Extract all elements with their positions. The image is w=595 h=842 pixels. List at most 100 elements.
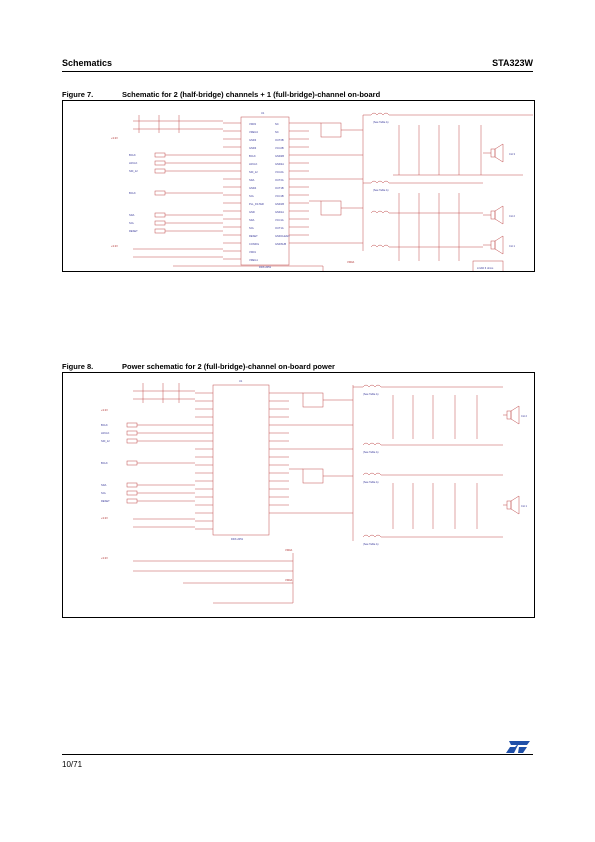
fig8-left-pins <box>195 392 213 530</box>
page-number: 10/71 <box>62 760 83 769</box>
fig7-left-pins <box>223 122 241 260</box>
fig7-pin-label-11: PLL_FILTER <box>249 202 264 206</box>
fig7-pin-label-9: GND4 <box>249 186 257 190</box>
fig7-rpin-label-8: OUT2A <box>275 178 284 182</box>
page-header: Schematics STA323W <box>62 58 533 72</box>
fig7-output-stage <box>363 112 533 261</box>
fig7-top-caps <box>133 115 223 133</box>
fig7-rpin-label-4: VCC2B <box>275 146 284 150</box>
fig7-pin-label-13: SDA <box>249 218 255 222</box>
fig7-ic-box <box>240 116 290 266</box>
fig7-pin-label-8: SDA <box>249 178 255 182</box>
fig7-bottom-supply <box>133 248 324 271</box>
fig7-pin-label-18: VREG1 <box>249 258 258 262</box>
fig7-labels: VDD3 VREG3 GND3 GND3 BCLK LRCLK SDI_12 S… <box>111 111 515 270</box>
fig7-rpin-label-14: OUT1A <box>275 226 284 230</box>
fig7-rpin-label-16: GNDSUB <box>275 242 286 246</box>
fig7-input-2: LRCLK <box>129 161 138 165</box>
part-number: STA323W <box>492 58 533 68</box>
fig8-see-table-2: (See Table A) <box>363 450 379 454</box>
fig8-out-2: CH 1 <box>521 504 527 508</box>
fig8-ic-box <box>212 384 270 536</box>
fig7-input-4: BCLK <box>129 191 136 195</box>
fig7-pin-label-17: VDD1 <box>249 250 256 254</box>
fig7-rpin-label-11: GND1B <box>275 202 284 206</box>
fig7-rail: VDDA <box>347 260 354 264</box>
fig7-see-table-1: (See Table A) <box>373 120 389 124</box>
fig7-rpin-label-10: VCC1B <box>275 194 284 198</box>
fig7-rpin-label-5: GND2B <box>275 154 284 158</box>
fig8-speakers <box>503 405 520 515</box>
header-rule <box>62 71 533 72</box>
fig7-pin-label-12: GND <box>249 210 255 214</box>
fig7-pin-label-15: RESET <box>249 234 258 238</box>
fig7-mid-section <box>309 115 364 251</box>
fig8-see-table-4: (See Table A) <box>363 542 379 546</box>
fig8-mid-section <box>289 385 354 541</box>
figure7-schematic: VDD3 VREG3 GND3 GND3 BCLK LRCLK SDI_12 S… <box>111 111 533 271</box>
fig8-see-table-1: (See Table A) <box>363 392 379 396</box>
figure8-frame: U1 DDX-2051 BCLK LRCLK SDI_12 BCLK SDA S… <box>62 372 535 618</box>
fig7-input-5: SDA <box>129 213 135 217</box>
fig7-supply-bottom: +3.3V <box>111 244 118 248</box>
fig7-input-connectors <box>154 152 223 234</box>
footer-rule <box>62 754 533 755</box>
fig7-load-box <box>472 260 504 271</box>
fig8-see-table-3: (See Table A) <box>363 480 379 484</box>
fig7-pin-label-16: CONFIG <box>249 242 259 246</box>
figure7-title: Schematic for 2 (half-bridge) channels +… <box>122 90 381 99</box>
fig7-supply-top: +3.3V <box>111 136 118 140</box>
fig7-input-7: RESET <box>129 229 138 233</box>
fig7-pin-label-5: BCLK <box>249 154 256 158</box>
fig8-labels: U1 DDX-2051 BCLK LRCLK SDI_12 BCLK SDA S… <box>101 379 527 582</box>
fig8-input-2: LRCLK <box>101 431 110 435</box>
fig7-rpin-label-3: OUT2B <box>275 138 284 142</box>
fig7-see-table-2: (See Table A) <box>373 188 389 192</box>
figure8-schematic: U1 DDX-2051 BCLK LRCLK SDI_12 BCLK SDA S… <box>101 379 527 604</box>
figure7-caption: Figure 7. Schematic for 2 (half-bridge) c… <box>62 90 380 99</box>
fig7-rpin-label-7: VCC2A <box>275 170 284 174</box>
fig7-pin-label-3: GND3 <box>249 138 257 142</box>
fig8-rail-2: VDDA <box>285 578 292 582</box>
fig7-pin-label-1: VDD3 <box>249 122 256 126</box>
fig8-input-7: RESET <box>101 499 110 503</box>
fig8-input-1: BCLK <box>101 423 108 427</box>
fig7-input-6: SCL <box>129 221 135 225</box>
fig8-top-caps <box>133 383 195 403</box>
fig7-speakers <box>483 143 504 255</box>
fig8-ic-ref: DDX-2051 <box>231 537 244 541</box>
fig7-rpin-label-6: GND2A <box>275 162 284 166</box>
figure8-number: Figure 8. <box>62 362 94 371</box>
fig8-supply-bottom: +3.3V <box>101 556 108 560</box>
fig7-out-3: CH 1 <box>509 244 515 248</box>
fig8-out-1: CH 2 <box>521 414 527 418</box>
fig7-rpin-label-2: NC <box>275 130 279 134</box>
fig7-right-pins <box>289 122 309 244</box>
fig7-rpin-label-13: VCC1A <box>275 218 284 222</box>
figure8-caption: Figure 8. Power schematic for 2 (full-bri… <box>62 362 335 371</box>
figure7-number: Figure 7. <box>62 90 94 99</box>
fig7-out-2: CH 2 <box>509 214 515 218</box>
fig8-input-5: SDA <box>101 483 107 487</box>
fig7-pin-label-4: GND3 <box>249 146 257 150</box>
fig7-pin-label-6: LRCLK <box>249 162 258 166</box>
fig8-input-connectors <box>126 422 195 504</box>
fig7-pin-label-14: SCL <box>249 226 255 230</box>
fig7-pin-label-10: SCL <box>249 194 255 198</box>
fig7-rpin-label-12: GND1A <box>275 210 284 214</box>
fig8-supply-mid: +3.3V <box>101 516 108 520</box>
fig7-rpin-label-1: NC <box>275 122 279 126</box>
fig7-rpin-label-9: OUT1B <box>275 186 284 190</box>
figure8-title: Power schematic for 2 (full-bridge)-chan… <box>122 362 335 371</box>
fig8-ic-label: U1 <box>239 379 243 383</box>
fig7-ic-label: U1 <box>261 111 265 115</box>
fig8-output-stage <box>353 384 503 538</box>
st-logo-icon <box>505 740 531 754</box>
fig7-pin-label-2: VREG3 <box>249 130 258 134</box>
fig8-bottom-supply <box>133 518 294 604</box>
fig7-ic-ref: DDX-2051 <box>259 265 272 269</box>
fig8-input-4: BCLK <box>101 461 108 465</box>
fig8-supply-top: +3.3V <box>101 408 108 412</box>
fig8-input-3: SDI_12 <box>101 439 110 443</box>
fig8-input-6: SCL <box>101 491 107 495</box>
